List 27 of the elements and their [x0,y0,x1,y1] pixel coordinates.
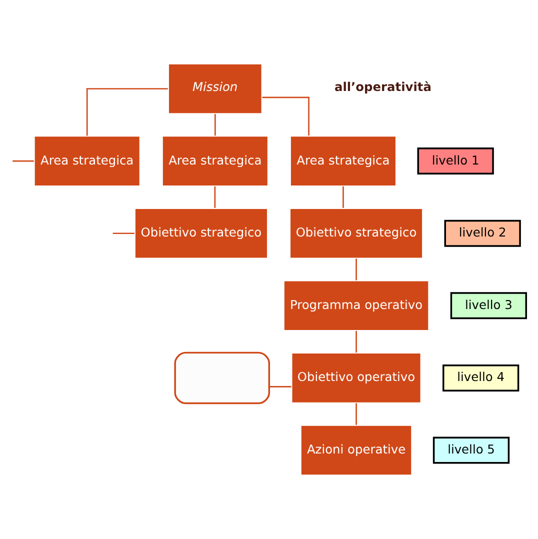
connector [262,96,310,136]
connector [214,186,216,208]
node-box: Area strategica [289,134,398,188]
node-box: livello 3 [450,292,527,320]
connector [12,160,34,162]
node-box: Programma operativo [282,280,430,332]
label: all’operatività [334,80,432,94]
node-box: Obiettivo strategico [134,207,269,260]
node-box: Area strategica [33,134,142,188]
node-box: Obiettivo strategico [288,207,424,260]
connector [86,88,168,136]
connector [214,114,216,136]
connector [342,186,344,208]
node-box: Mission [167,62,264,115]
node-box: Area strategica [161,134,270,188]
node-box: livello 5 [432,436,510,464]
node-box [174,352,270,404]
connector [269,386,292,388]
connector [356,403,357,425]
connector [356,330,357,353]
node-box: livello 2 [444,220,521,247]
node-box: livello 4 [442,364,520,392]
node-box: Obiettivo operativo [290,352,422,404]
connector [356,258,357,280]
node-box: Azioni operative [300,424,413,476]
connector [112,232,135,234]
node-box: livello 1 [417,148,494,175]
